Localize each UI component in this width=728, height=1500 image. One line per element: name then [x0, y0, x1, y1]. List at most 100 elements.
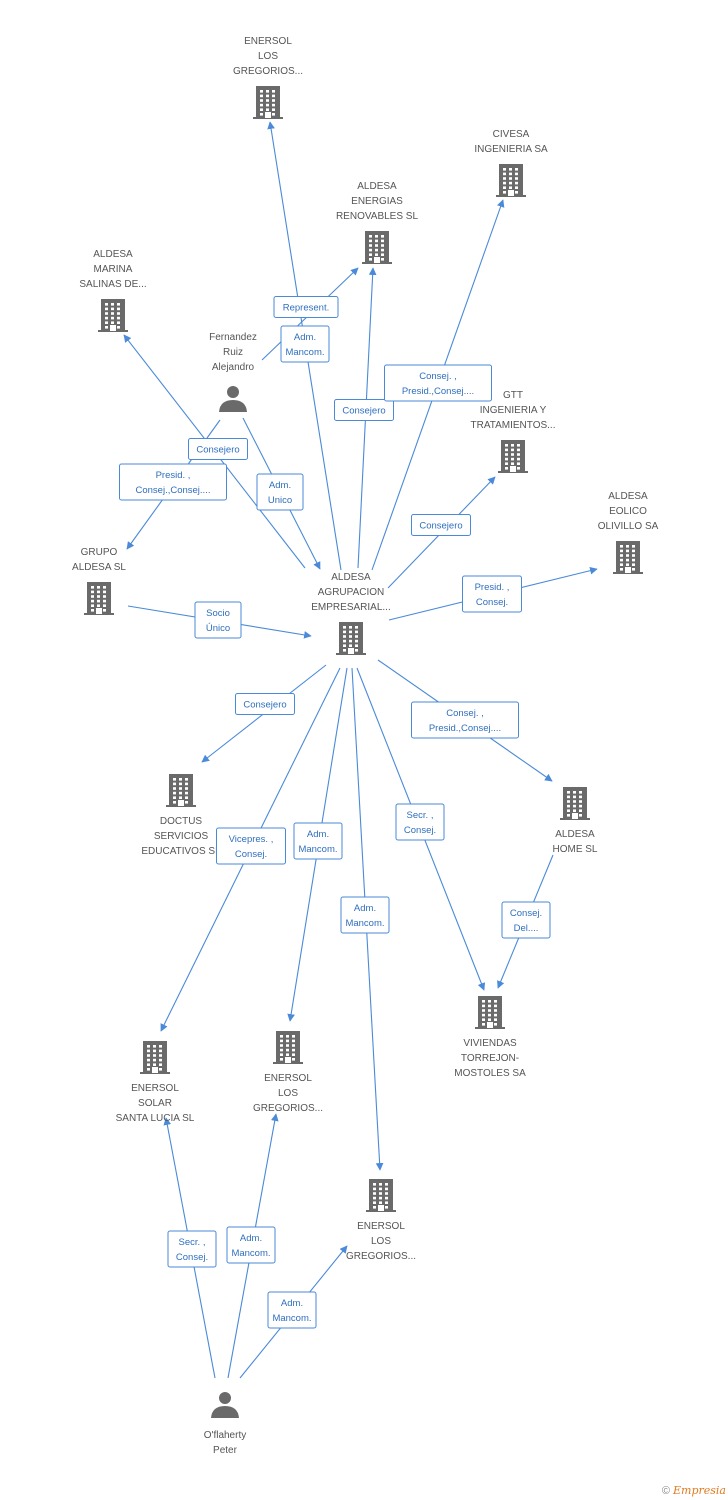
building-icon	[613, 541, 643, 574]
building-icon	[498, 440, 528, 473]
building-icon	[336, 622, 366, 655]
building-icon	[84, 582, 114, 615]
edge-label-box	[462, 575, 522, 613]
node-label: ALDESA	[93, 249, 133, 260]
node-aldesa_agrupacion[interactable]: ALDESAAGRUPACIONEMPRESARIAL...	[311, 572, 391, 655]
edge-label[interactable]: Secr. ,Consej.	[167, 1230, 217, 1268]
node-label: AGRUPACION	[318, 587, 385, 598]
edge-label-text: Mancom.	[272, 1313, 311, 1324]
node-label: Fernandez	[209, 332, 257, 343]
footer-brand[interactable]: © Empresia	[662, 1484, 726, 1497]
edge-label-text: Consejero	[196, 445, 239, 456]
edge-label-box	[273, 296, 339, 318]
edge-label-text: Consej.	[176, 1252, 208, 1263]
node-enersol_top[interactable]: ENERSOLLOSGREGORIOS...	[233, 36, 303, 119]
node-civesa[interactable]: CIVESA INGENIERIA SA	[474, 129, 548, 197]
node-label: INGENIERIA SA	[474, 144, 548, 155]
node-label: OLIVILLO SA	[598, 521, 659, 532]
node-aldesa_eolico[interactable]: ALDESA EOLICO OLIVILLO SA	[598, 491, 659, 574]
edge-label[interactable]: Adm.Mancom.	[280, 325, 330, 363]
node-label: O'flaherty	[204, 1430, 246, 1441]
edge-label[interactable]: Adm.Unico	[256, 473, 304, 511]
node-label: ALDESA	[608, 491, 648, 502]
edge-label-text: Consej.,Consej....	[136, 485, 211, 496]
edge-label[interactable]: Consej. ,Presid.,Consej....	[411, 701, 519, 739]
node-enersol_bottom[interactable]: ENERSOLLOSGREGORIOS...	[346, 1179, 416, 1262]
node-label: MARINA	[94, 264, 133, 275]
edge-label-text: Consej. ,	[446, 708, 484, 719]
edge-label[interactable]: Consejero	[334, 399, 394, 421]
node-label: GREGORIOS...	[253, 1103, 323, 1114]
node-label: VIVIENDAS	[463, 1038, 517, 1049]
building-icon	[166, 774, 196, 807]
edge-label[interactable]: Presid. ,Consej.,Consej....	[119, 463, 227, 501]
edge-label-box	[235, 693, 295, 715]
node-aldesa_marina[interactable]: ALDESA MARINA SALINAS DE...	[79, 249, 147, 332]
edge-label[interactable]: Consejero	[188, 438, 248, 460]
node-label: EDUCATIVOS SL	[141, 846, 221, 857]
node-label: GREGORIOS...	[233, 66, 303, 77]
node-label: CIVESA	[493, 129, 530, 140]
edge-label[interactable]: Adm.Mancom.	[267, 1291, 317, 1329]
node-label: TORREJON-	[461, 1053, 519, 1064]
edge-label[interactable]: Secr. , Consej.	[395, 803, 445, 841]
node-label: EOLICO	[609, 506, 647, 517]
building-icon	[475, 996, 505, 1029]
edge-label-box	[167, 1230, 217, 1268]
edge-label-text: Adm.	[240, 1233, 262, 1244]
edge-label-text: Consejero	[342, 406, 385, 417]
node-label: ENERSOL	[131, 1083, 179, 1094]
building-icon	[140, 1041, 170, 1074]
building-icon	[496, 164, 526, 197]
node-label: ALDESA	[357, 181, 397, 192]
building-icon	[366, 1179, 396, 1212]
edge-label-box	[411, 514, 471, 536]
node-label: ENERGIAS	[351, 196, 403, 207]
edge-label[interactable]: Adm.Mancom.	[340, 896, 390, 934]
node-label: HOME SL	[552, 844, 597, 855]
node-label: SANTA LUCIA SL	[116, 1113, 195, 1124]
node-label: ALDESA	[331, 572, 371, 583]
node-label: LOS	[258, 51, 278, 62]
node-label: Alejandro	[212, 362, 255, 373]
edge-label[interactable]: Adm.Mancom.	[293, 822, 343, 860]
edge-label-text: Adm.	[294, 332, 316, 343]
edge-label[interactable]: Presid. ,Consej.	[462, 575, 522, 613]
edge-label-text: Consej.	[404, 825, 436, 836]
person-icon	[219, 386, 247, 412]
edge-label-text: Consej.	[476, 597, 508, 608]
edge-label-box	[395, 803, 445, 841]
node-label: SALINAS DE...	[79, 279, 146, 290]
node-label: GTT	[503, 390, 523, 401]
edge-label[interactable]: Consejero	[235, 693, 295, 715]
edge-label-text: Mancom.	[231, 1248, 270, 1259]
edge-label[interactable]: Consej.Del....	[501, 901, 551, 939]
node-enersol_mid[interactable]: ENERSOLLOSGREGORIOS...	[253, 1031, 323, 1114]
edge-label-text: Secr. ,	[407, 810, 434, 821]
edge-label[interactable]: Consejero	[411, 514, 471, 536]
node-label: GRUPO	[81, 547, 118, 558]
edge-label[interactable]: Adm. Mancom.	[226, 1226, 276, 1264]
edge-label[interactable]: Vicepres. ,Consej.	[216, 827, 286, 865]
node-label: TRATAMIENTOS...	[470, 420, 555, 431]
node-label: DOCTUS	[160, 816, 203, 827]
edge-label[interactable]: Consej. ,Presid.,Consej....	[384, 364, 492, 402]
edge-label-text: Adm.	[354, 903, 376, 914]
edge-label-box	[340, 896, 390, 934]
edge-label-text: Consej. ,	[419, 371, 457, 382]
edge-label[interactable]: Represent.	[273, 296, 339, 318]
edges-layer	[123, 121, 598, 1379]
